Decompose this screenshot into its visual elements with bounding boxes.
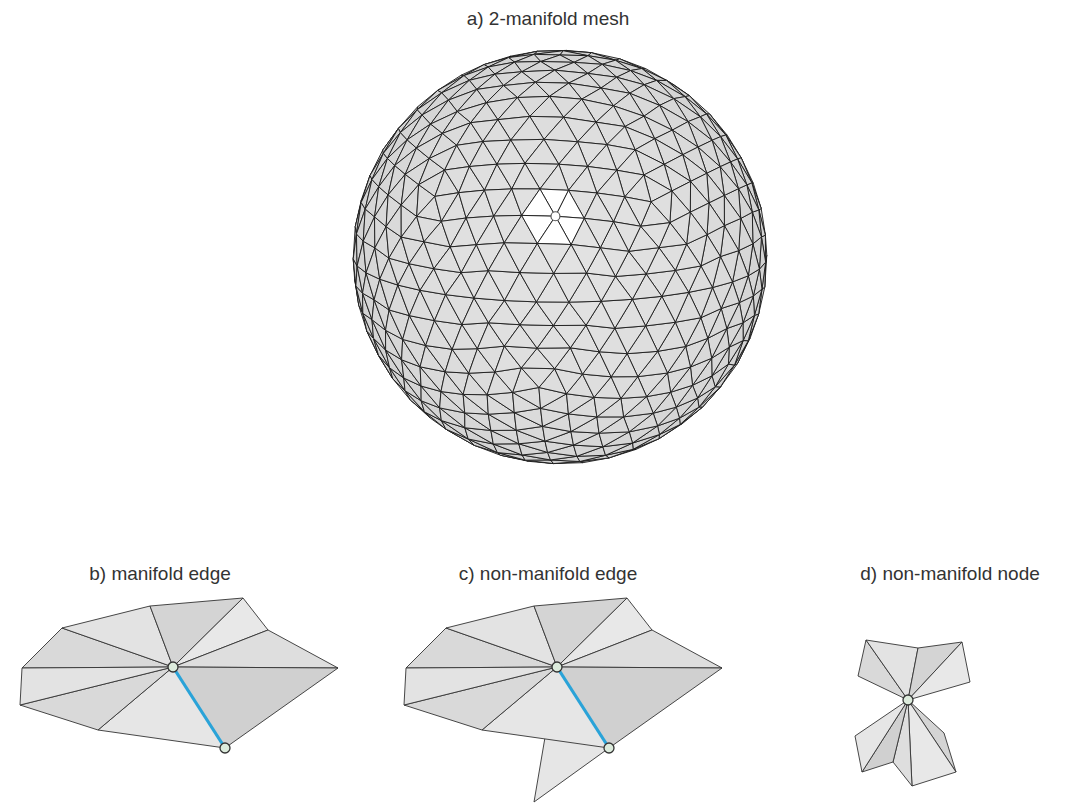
mesh-triangle [553,325,586,348]
mesh-triangle [540,164,569,190]
mesh-triangle [752,212,761,244]
vertex-marker [903,695,913,705]
vertex-marker [551,212,560,221]
mesh-triangle [465,413,491,431]
mesh-triangle [908,700,956,786]
mesh-triangle [493,444,522,455]
vertex-marker [168,662,178,672]
vertex-marker [604,743,614,753]
mesh-triangle [597,170,625,197]
sphere-mesh [353,50,767,463]
mesh-triangle [583,374,612,397]
mesh-triangle [534,51,563,55]
mesh-triangle [401,185,418,217]
mesh-triangle [611,377,638,399]
mesh-triangle [491,430,519,444]
mesh-triangle [578,122,607,144]
mesh-triangle [569,166,597,193]
mesh-triangle [570,348,599,374]
mesh-triangle [597,417,624,433]
mesh-triangle [588,145,617,171]
mesh-triangle [440,392,465,413]
mesh-triangle [586,325,615,352]
mesh-triangle [571,432,599,446]
mesh-triangle [463,394,488,414]
mesh-triangle [20,667,173,730]
mesh-triangle [569,301,601,325]
vertex-marker [220,743,230,753]
mesh-triangle [594,397,621,417]
manifold-edge-figure [20,598,338,753]
highlighted-edge [173,667,225,748]
mesh-triangle [537,348,570,369]
mesh-triangle [491,430,519,444]
mesh-triangle [621,397,647,417]
mesh-triangle [522,189,556,216]
mesh-triangle [544,117,578,142]
mesh-triangle [404,667,557,730]
non-manifold-node-figure [855,640,970,786]
mesh-triangle [488,413,516,431]
mesh-triangle [493,444,522,455]
highlighted-edge [557,667,609,748]
mesh-triangle [498,98,530,120]
mesh-triangle [441,392,465,413]
vertex-marker [552,662,562,672]
mesh-triangle [536,302,568,326]
mesh-triangle [465,413,491,431]
mesh-triangle [599,352,627,377]
mesh-triangle [537,243,571,273]
mesh-triangle [535,70,568,83]
mesh-triangle [517,82,549,97]
mesh-triangle [599,432,629,447]
mesh-triangle [520,325,553,348]
mesh-triangle [707,203,724,235]
mesh-triangle [504,346,537,368]
mesh-triangle [559,142,588,167]
mesh-triangle [20,667,173,705]
mesh-triangle [525,139,559,164]
mesh-triangle [554,273,587,302]
mesh-triangle [463,394,488,414]
non-manifold-edge-figure [404,598,722,802]
mesh-triangle [584,193,613,222]
panel-label: b) manifold edge [89,563,231,585]
mesh-triangle [557,630,722,668]
mesh-triangle [386,205,401,237]
mesh-triangle [908,642,970,700]
mesh-triangle [515,54,541,62]
mesh-triangle [512,163,540,189]
mesh-triangle [404,667,557,705]
panel-label: a) 2-manifold mesh [467,8,630,30]
mesh-triangle [363,217,375,248]
mesh-triangle [525,460,553,463]
panel-label: c) non-manifold edge [459,563,638,585]
mesh-triangle [520,273,554,302]
mesh-triangle [511,116,544,140]
mesh-triangle [521,368,554,388]
mesh-triangle [483,120,511,142]
mesh-triangle [497,140,525,164]
mesh-triangle [487,392,514,412]
mesh-triangle [724,195,740,225]
panel-label: d) non-manifold node [860,563,1040,585]
mesh-triangle [173,630,338,668]
mesh-triangle [530,96,564,117]
mesh-triangle [855,700,908,772]
